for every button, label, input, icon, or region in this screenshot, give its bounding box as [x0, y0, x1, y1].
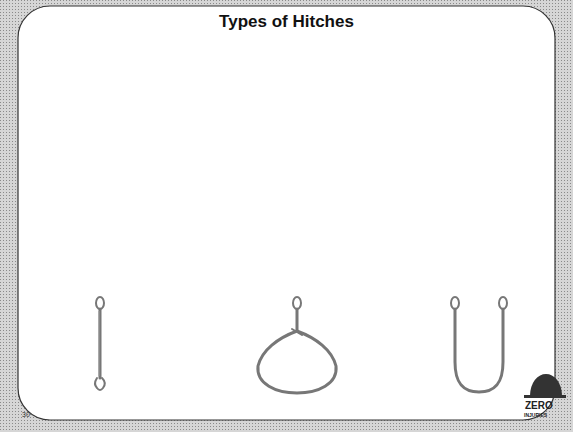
- logo-word: ZERO: [525, 400, 553, 411]
- vertical-hitch-rope-detail: [99, 311, 100, 376]
- choker-hitch-sling: [258, 297, 336, 393]
- vertical-hitch-sling: [95, 297, 105, 390]
- basket-hitch-sling: [451, 297, 507, 392]
- page-number: 30: [22, 411, 30, 418]
- slide-title: Types of Hitches: [0, 12, 573, 32]
- zero-injuries-logo: [524, 374, 566, 398]
- logo-subword: INJURIES: [524, 412, 547, 418]
- slide-panel: [18, 6, 555, 420]
